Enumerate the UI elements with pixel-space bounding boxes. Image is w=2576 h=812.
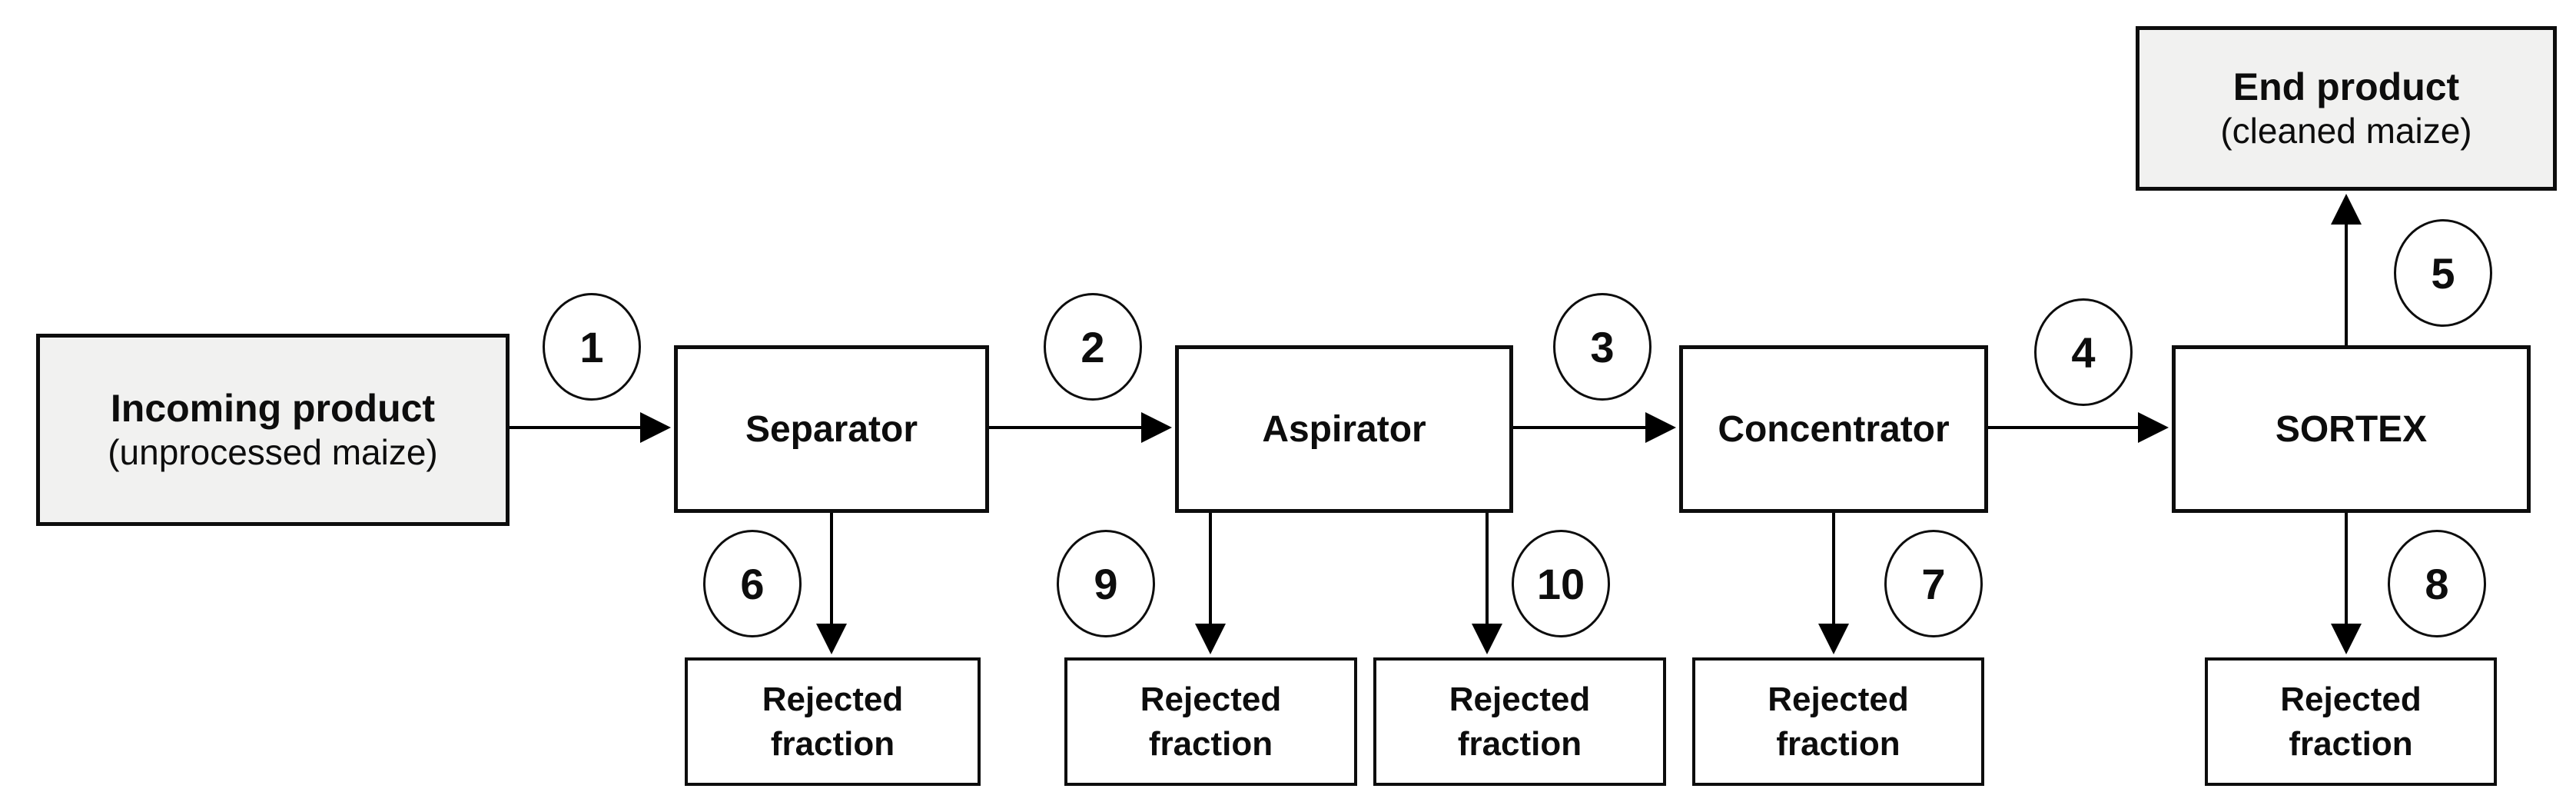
node-sortex: SORTEX	[2172, 345, 2531, 513]
flow-marker-10: 10	[1512, 530, 1610, 637]
flow-marker-10-number: 10	[1536, 559, 1585, 608]
node-concentrator: Concentrator	[1679, 345, 1988, 513]
incoming-product-subtitle: (unprocessed maize)	[108, 432, 438, 473]
sortex-label: SORTEX	[2275, 408, 2428, 450]
aspirator-label: Aspirator	[1262, 408, 1426, 450]
flow-marker-6-number: 6	[740, 559, 765, 608]
node-rejected-fraction-aspirator-right: Rejected fraction	[1373, 657, 1666, 786]
flow-marker-3: 3	[1553, 293, 1651, 401]
node-rejected-fraction-concentrator: Rejected fraction	[1692, 657, 1984, 786]
end-product-title: End product	[2232, 65, 2460, 109]
flow-marker-1-number: 1	[579, 322, 604, 371]
flow-marker-2: 2	[1044, 293, 1142, 401]
flow-marker-7-number: 7	[1921, 559, 1946, 608]
flow-marker-4-number: 4	[2071, 328, 2096, 377]
flow-marker-8-number: 8	[2425, 559, 2449, 608]
flow-marker-1: 1	[543, 293, 641, 401]
rejected-fraction-label: Rejected fraction	[1449, 681, 1591, 763]
flow-marker-6: 6	[703, 530, 802, 637]
flow-marker-8: 8	[2388, 530, 2486, 637]
incoming-product-title: Incoming product	[110, 387, 436, 431]
rejected-fraction-label: Rejected fraction	[2280, 681, 2422, 763]
rejected-fraction-label: Rejected fraction	[1768, 681, 1909, 763]
node-rejected-fraction-separator: Rejected fraction	[685, 657, 981, 786]
end-product-subtitle: (cleaned maize)	[2220, 111, 2472, 151]
separator-label: Separator	[745, 408, 918, 450]
rejected-fraction-label: Rejected fraction	[762, 681, 904, 763]
node-separator: Separator	[674, 345, 989, 513]
rejected-fraction-label: Rejected fraction	[1140, 681, 1282, 763]
flow-marker-5-number: 5	[2431, 248, 2455, 298]
flow-marker-7: 7	[1884, 530, 1983, 637]
flow-marker-9-number: 9	[1094, 559, 1118, 608]
node-incoming-product: Incoming product (unprocessed maize)	[36, 334, 510, 526]
node-aspirator: Aspirator	[1175, 345, 1513, 513]
flow-marker-9: 9	[1057, 530, 1155, 637]
concentrator-label: Concentrator	[1718, 408, 1950, 450]
flow-marker-4: 4	[2034, 298, 2133, 406]
node-end-product: End product (cleaned maize)	[2136, 26, 2557, 191]
node-rejected-fraction-sortex: Rejected fraction	[2205, 657, 2497, 786]
flow-marker-2-number: 2	[1081, 322, 1105, 371]
flow-marker-5: 5	[2394, 219, 2492, 327]
node-rejected-fraction-aspirator-left: Rejected fraction	[1064, 657, 1357, 786]
flow-marker-3-number: 3	[1590, 322, 1615, 371]
